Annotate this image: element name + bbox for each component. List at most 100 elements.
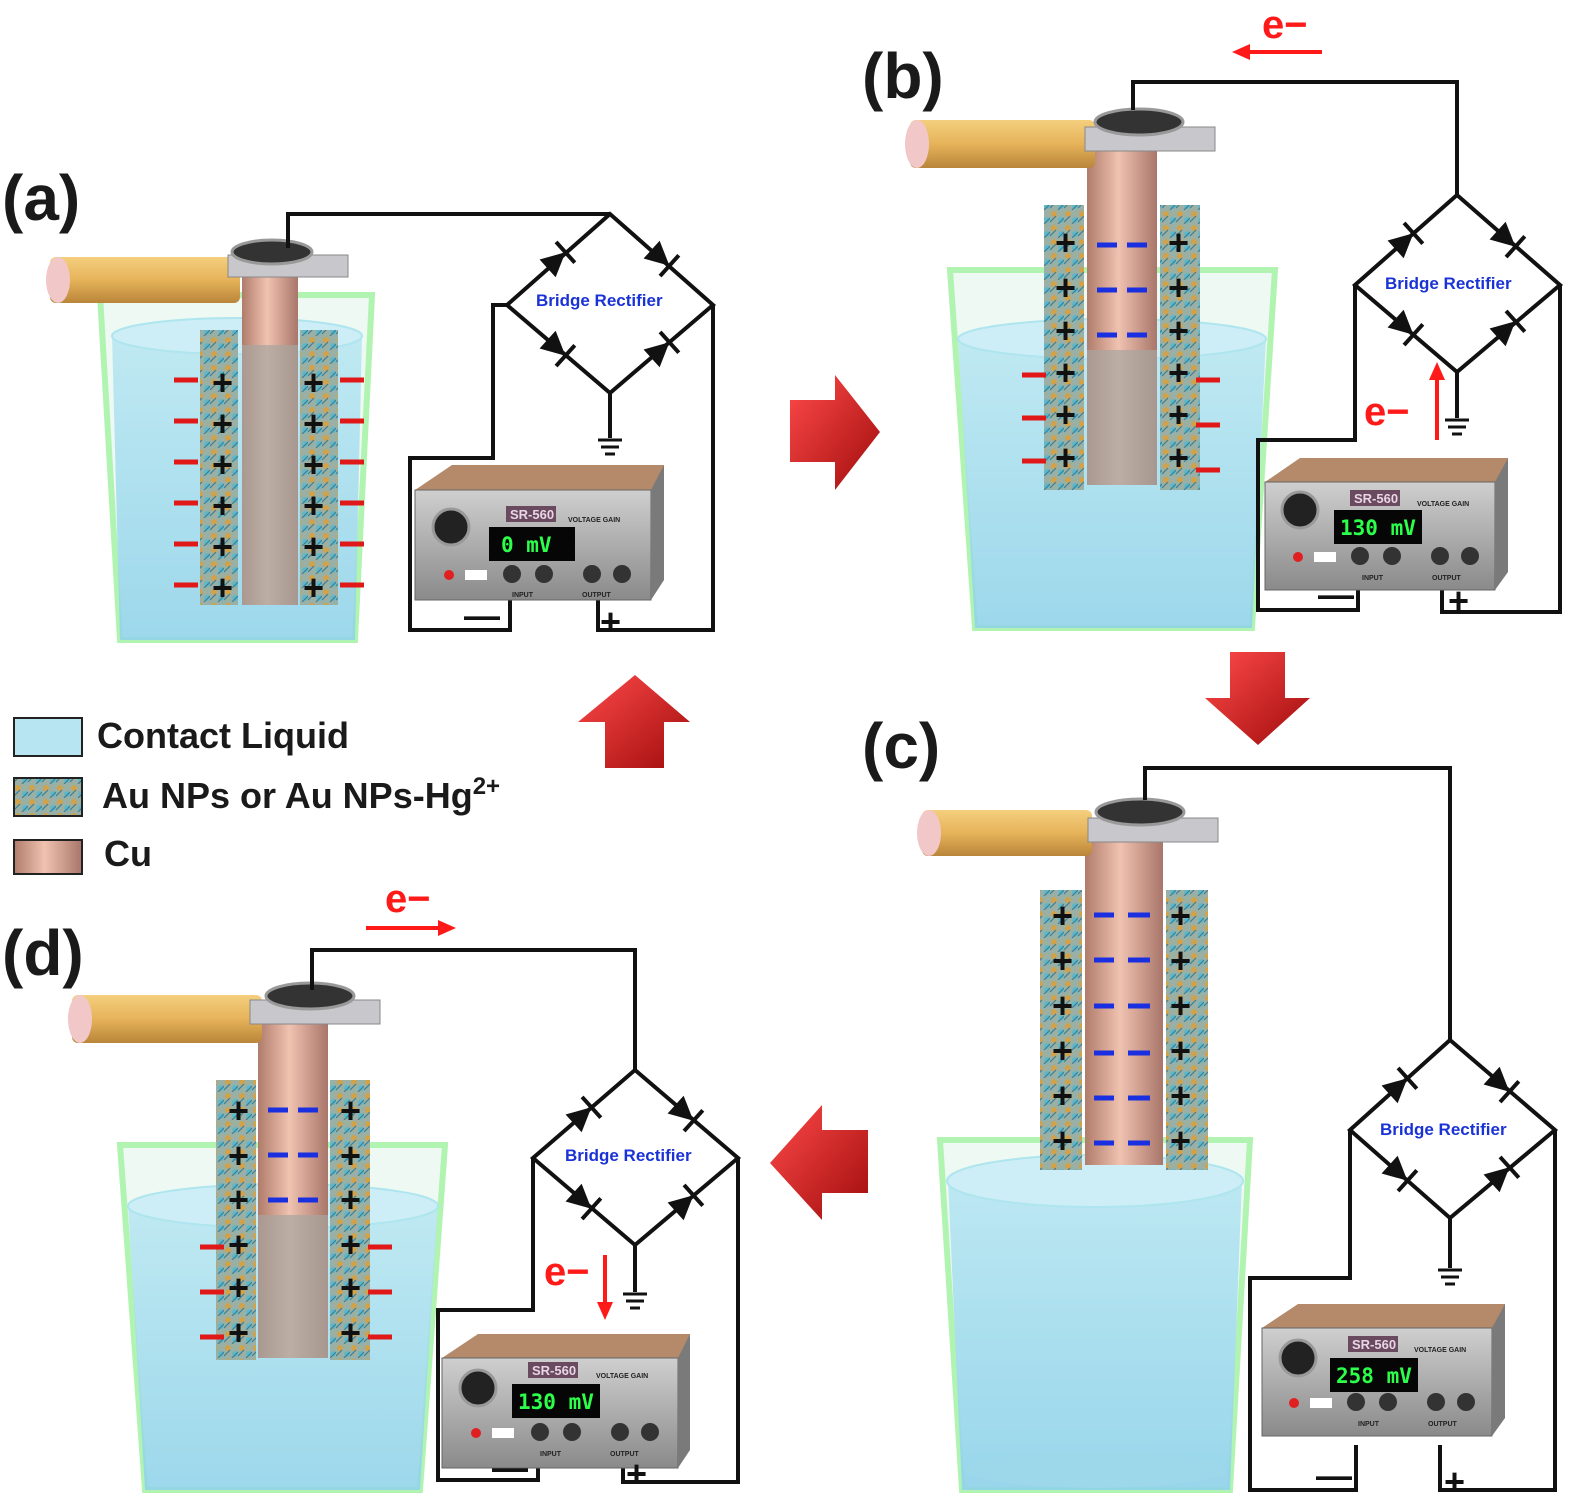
svg-text:+: + xyxy=(1052,1030,1073,1071)
electron-label-side-d: e− xyxy=(544,1250,590,1294)
charges-a: + + + + + + + + + + + + xyxy=(174,362,364,608)
svg-text:+: + xyxy=(228,1090,249,1131)
electron-label-top-d: e− xyxy=(385,877,431,921)
panel-label-d: (d) xyxy=(2,917,84,989)
svg-text:+: + xyxy=(340,1312,361,1353)
svg-text:+: + xyxy=(228,1267,249,1308)
plus-charge: + xyxy=(303,403,324,444)
svg-text:+: + xyxy=(1055,352,1076,393)
plus-charge: + xyxy=(212,403,233,444)
arrow-left-icon xyxy=(770,1105,868,1220)
plus-charge: + xyxy=(303,526,324,567)
display-a xyxy=(489,527,575,561)
panel-label-a: (a) xyxy=(2,162,80,234)
legend-np: Au NPs or Au NPs-Hg2+ xyxy=(102,773,500,816)
panel-a: (a) + + + + + + + + xyxy=(2,162,717,643)
rectifier-label-d: Bridge Rectifier xyxy=(565,1146,692,1165)
electron-label-side-b: e− xyxy=(1364,390,1410,434)
np-layer-right-c xyxy=(1166,890,1208,1170)
panel-d: (d) ++ ++ ++ ++ ++ ++ xyxy=(2,877,742,1494)
svg-text:VOLTAGE GAIN: VOLTAGE GAIN xyxy=(1414,1347,1466,1354)
svg-text:+: + xyxy=(1168,222,1189,263)
svg-text:VOLTAGE GAIN: VOLTAGE GAIN xyxy=(568,517,620,524)
svg-text:+: + xyxy=(1055,222,1076,263)
arrow-right-icon xyxy=(790,375,880,490)
svg-text:+: + xyxy=(1168,310,1189,351)
np-layer-right-a xyxy=(300,330,338,605)
voltage-reading-b: 130 mV xyxy=(1340,516,1416,540)
plus-terminal-d: + xyxy=(626,1453,647,1494)
plus-charge: + xyxy=(303,485,324,526)
arrow-up-icon xyxy=(578,675,690,768)
np-layer-left-d xyxy=(216,1080,256,1360)
svg-text:+: + xyxy=(228,1312,249,1353)
copper-cylinder-b xyxy=(1087,140,1157,485)
panel-label-c: (c) xyxy=(862,710,940,782)
svg-text:INPUT: INPUT xyxy=(512,592,534,599)
amplifier-model-a: SR-560 xyxy=(510,507,554,522)
svg-text:SR-560: SR-560 xyxy=(1352,1337,1396,1352)
charges-c: ++ ++ ++ ++ ++ ++ xyxy=(1052,895,1191,1161)
circuit-b: Bridge Rectifier e− e− xyxy=(1131,3,1564,614)
svg-text:INPUT: INPUT xyxy=(1358,1421,1380,1428)
svg-text:+: + xyxy=(1055,267,1076,308)
svg-text:+: + xyxy=(228,1135,249,1176)
svg-text:+: + xyxy=(1170,985,1191,1026)
svg-text:VOLTAGE GAIN: VOLTAGE GAIN xyxy=(596,1373,648,1380)
copper-cylinder-a xyxy=(242,270,298,605)
svg-text:OUTPUT: OUTPUT xyxy=(582,592,612,599)
voltage-reading-d: 130 mV xyxy=(518,1390,594,1414)
holder-a xyxy=(46,238,349,303)
svg-text:+: + xyxy=(340,1090,361,1131)
plus-charge: + xyxy=(212,444,233,485)
svg-text:+: + xyxy=(228,1224,249,1265)
amplifier-b: SR-560 130 mV VOLTAGE GAIN INPUT OUTPUT xyxy=(1264,458,1508,591)
display-c xyxy=(1330,1358,1418,1392)
svg-text:+: + xyxy=(1170,1120,1191,1161)
plus-charge: + xyxy=(212,485,233,526)
panel-c: (c) ++ ++ ++ ++ ++ ++ xyxy=(862,710,1559,1502)
svg-text:+: + xyxy=(1170,895,1191,936)
np-layer-left-c xyxy=(1040,890,1082,1170)
copper-cylinder-d xyxy=(258,1010,328,1358)
legend-swatch-np xyxy=(13,777,83,817)
plus-charge: + xyxy=(212,567,233,608)
np-layer-right-b xyxy=(1160,205,1200,490)
plus-charge: + xyxy=(212,362,233,403)
legend-swatch-cu xyxy=(13,839,83,875)
svg-text:+: + xyxy=(340,1135,361,1176)
svg-text:+: + xyxy=(1168,267,1189,308)
circuit-c: Bridge Rectifier xyxy=(1143,766,1559,1492)
rectifier-label-a: Bridge Rectifier xyxy=(536,291,663,310)
svg-text:+: + xyxy=(1052,985,1073,1026)
svg-text:+: + xyxy=(1052,940,1073,981)
svg-text:+: + xyxy=(1168,437,1189,478)
plus-terminal-a: + xyxy=(600,601,621,642)
charges-b: ++ ++ ++ ++ ++ ++ xyxy=(1022,222,1220,478)
rectifier-label-b: Bridge Rectifier xyxy=(1385,274,1512,293)
svg-text:+: + xyxy=(1052,1120,1073,1161)
copper-cylinder-c xyxy=(1085,830,1163,1165)
arrow-down-icon xyxy=(1205,652,1310,745)
svg-text:+: + xyxy=(1052,895,1073,936)
charges-d: ++ ++ ++ ++ ++ ++ xyxy=(200,1090,392,1353)
minus-terminal-b: — xyxy=(1318,574,1354,615)
circuit-d: Bridge Rectifier e− e− xyxy=(310,877,742,1484)
panel-label-b: (b) xyxy=(862,40,944,112)
amplifier-d: SR-560 130 mV VOLTAGE GAIN INPUT OUTPUT xyxy=(441,1334,690,1469)
svg-text:INPUT: INPUT xyxy=(540,1451,562,1458)
holder-d xyxy=(68,981,381,1043)
voltage-reading-c: 258 mV xyxy=(1336,1364,1412,1388)
panel-b: (b) ++ ++ ++ ++ ++ ++ xyxy=(862,3,1564,631)
svg-text:OUTPUT: OUTPUT xyxy=(610,1451,640,1458)
svg-text:+: + xyxy=(228,1179,249,1220)
electron-label-top-b: e− xyxy=(1262,3,1308,47)
plus-charge: + xyxy=(303,362,324,403)
svg-text:+: + xyxy=(1168,352,1189,393)
cycle-arrows xyxy=(578,375,1310,1220)
legend-liquid: Contact Liquid xyxy=(97,715,349,756)
np-layer-left-b xyxy=(1044,205,1084,490)
holder-b xyxy=(905,107,1216,168)
svg-text:+: + xyxy=(1052,1075,1073,1116)
